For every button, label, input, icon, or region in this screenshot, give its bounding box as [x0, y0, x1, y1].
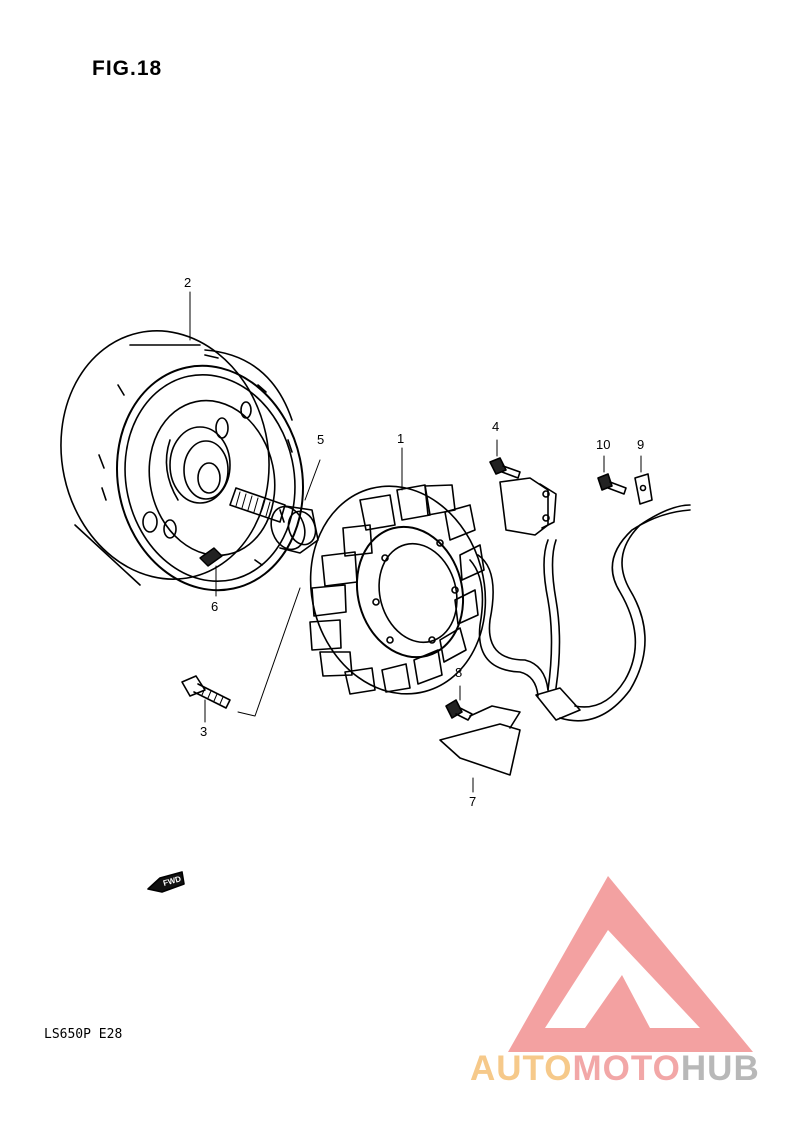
rotor-bolt	[229, 459, 321, 554]
automotohub-logo-icon	[508, 876, 753, 1052]
callout-10: 10	[596, 437, 611, 452]
flywheel-rotor	[60, 330, 305, 592]
watermark-brand-text: AUTOMOTOHUB	[470, 1049, 760, 1089]
callout-6: 6	[211, 599, 219, 614]
brand-text-auto: AUTO	[470, 1049, 573, 1088]
pickup-sensor	[489, 439, 557, 536]
brand-text-hub: HUB	[680, 1049, 760, 1088]
callout-4: 4	[492, 419, 500, 434]
callout-8: 8	[455, 665, 463, 680]
clamp-screw	[597, 455, 627, 495]
stator-wire-harness	[469, 504, 691, 722]
wire-clamp	[634, 455, 653, 505]
model-code: LS650P E28	[44, 1027, 123, 1042]
callout-1: 1	[397, 431, 405, 446]
callout-5: 5	[317, 432, 325, 447]
figure-title: FIG.18	[92, 57, 163, 80]
callout-7: 7	[469, 794, 477, 809]
brand-text-moto: MOTO	[572, 1049, 681, 1088]
wire-guide	[439, 705, 521, 793]
stator-screw	[181, 587, 301, 723]
callout-3: 3	[200, 724, 208, 739]
stator-coil	[309, 484, 487, 695]
woodruff-key	[199, 547, 223, 597]
forward-arrow-icon	[147, 871, 185, 893]
guide-screw	[445, 685, 473, 721]
callout-2: 2	[184, 275, 192, 290]
callout-9: 9	[637, 437, 645, 452]
